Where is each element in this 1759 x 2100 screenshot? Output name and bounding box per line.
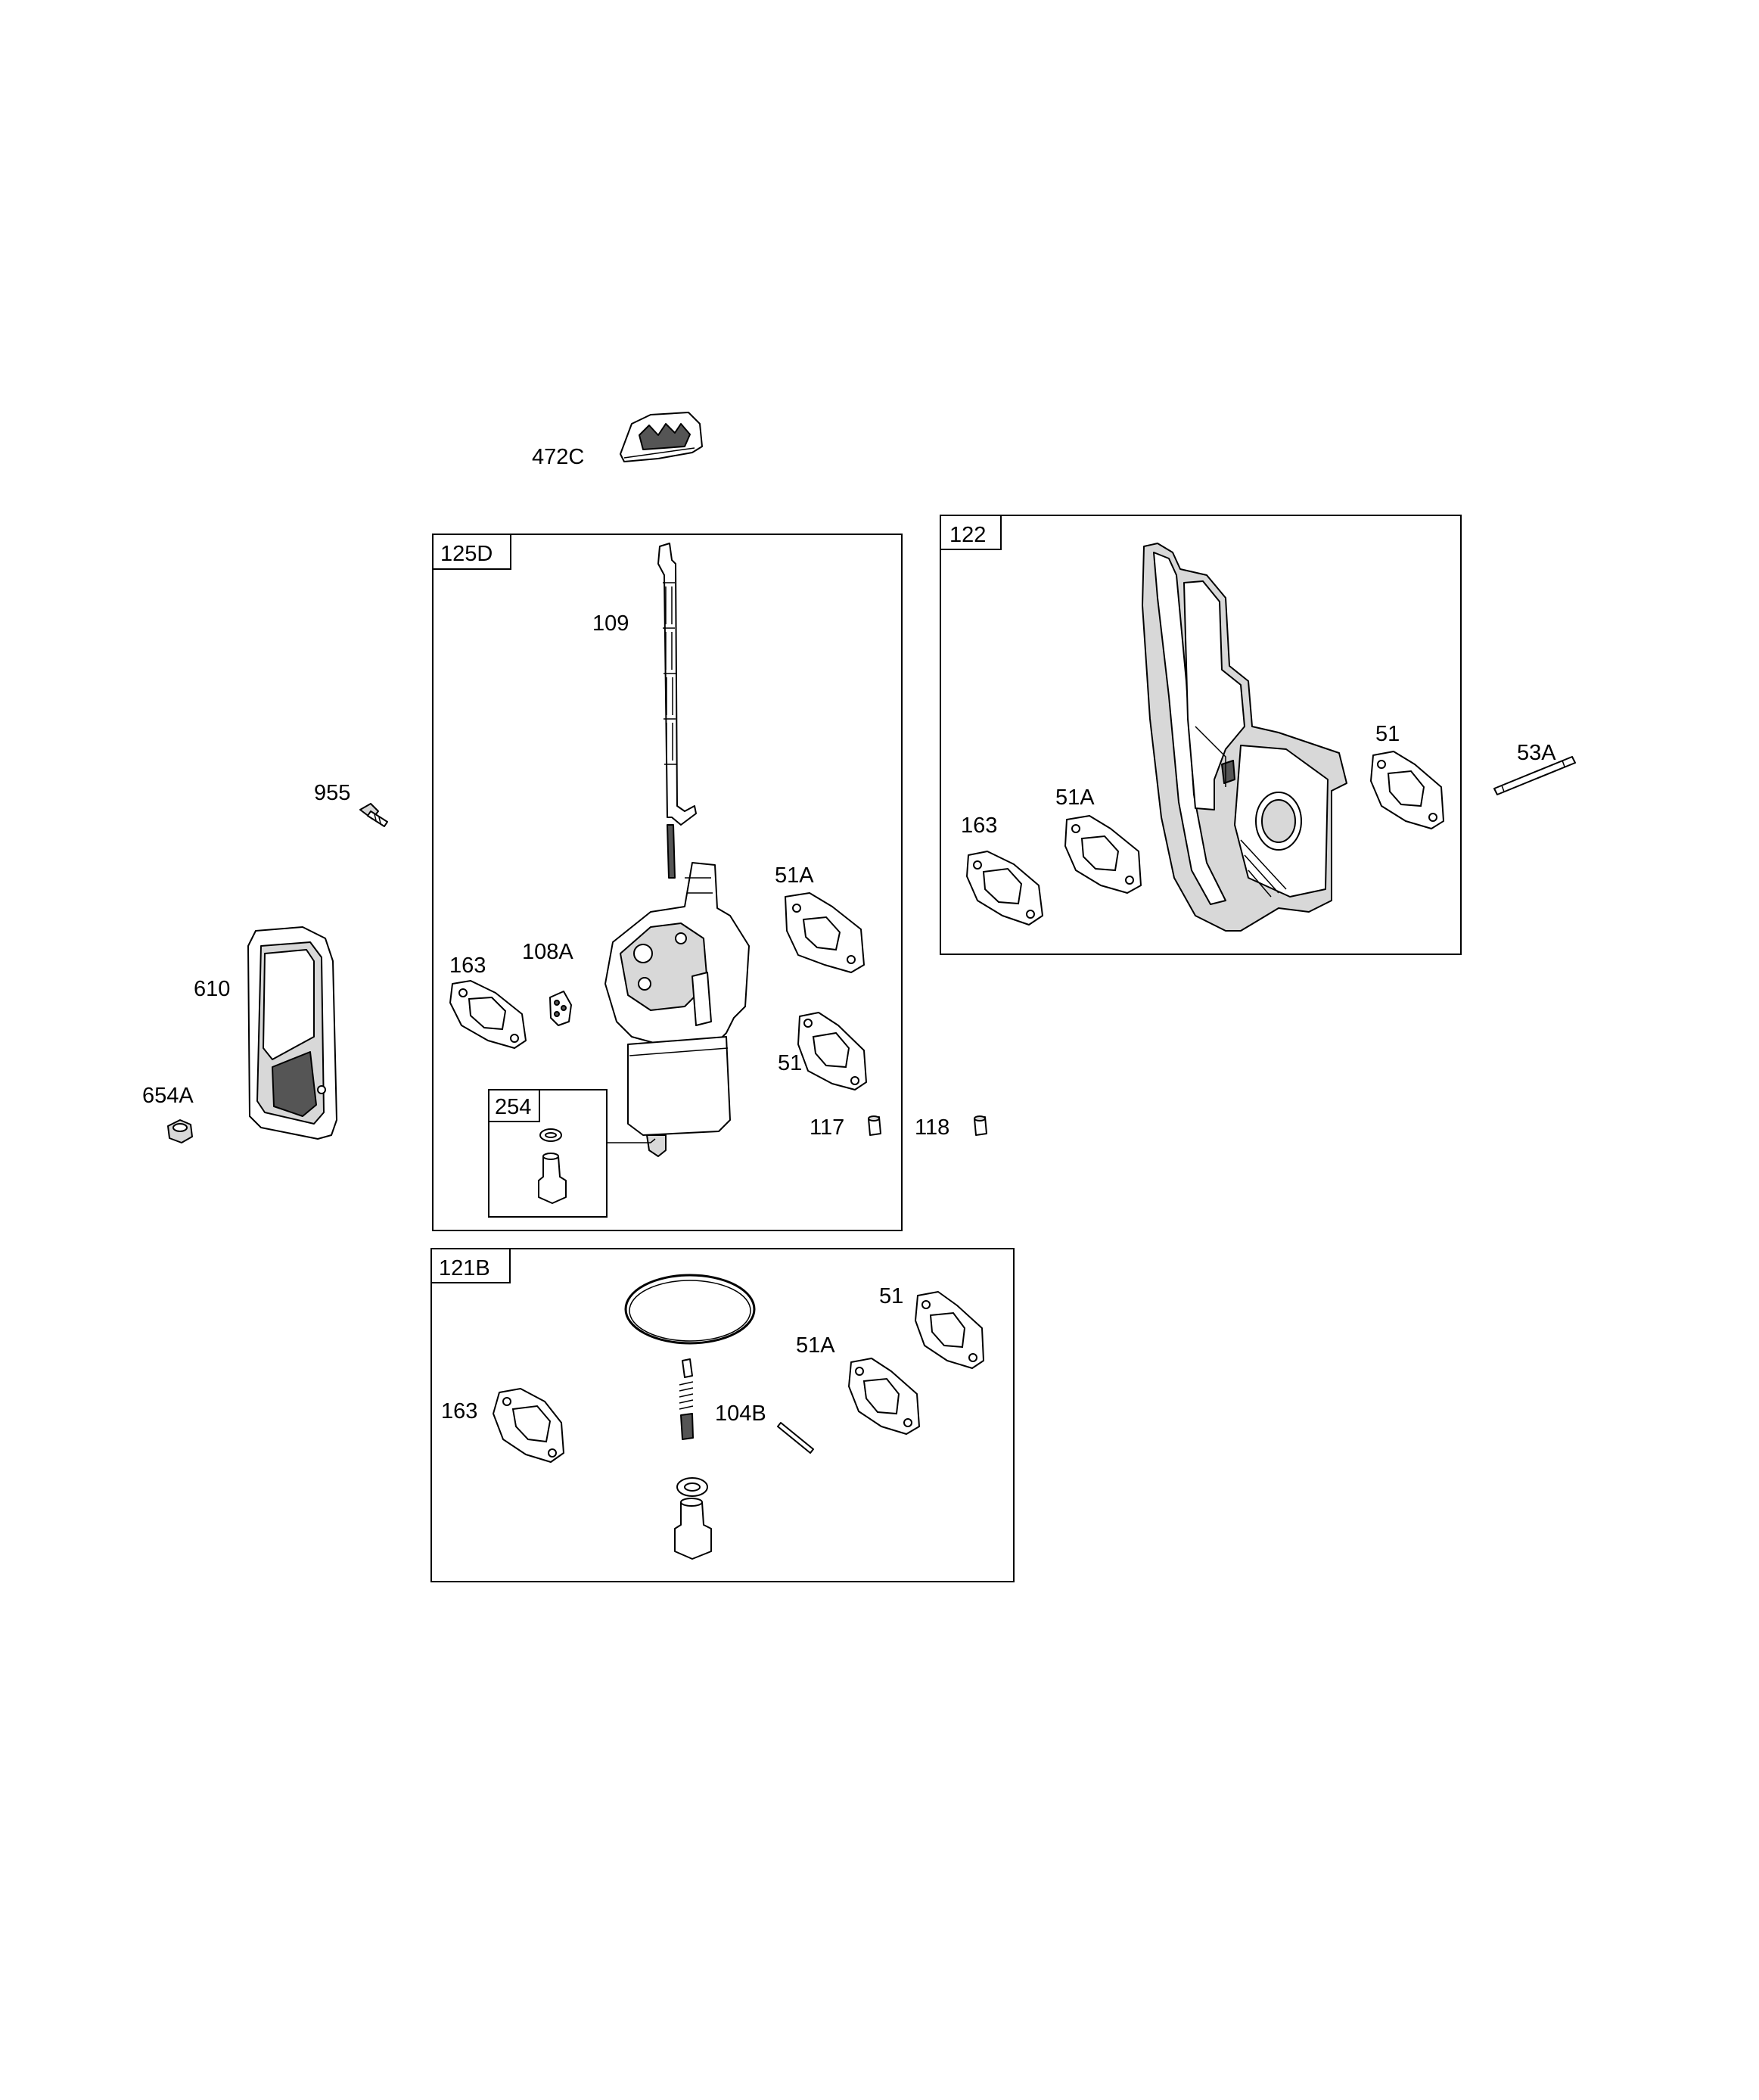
part-intake-spacer xyxy=(1142,543,1347,932)
part-118-jet xyxy=(974,1115,987,1136)
part-float-needle xyxy=(679,1358,694,1440)
part-104B-pin xyxy=(777,1422,814,1454)
part-654A-nut xyxy=(167,1119,193,1143)
label-108A: 108A xyxy=(522,940,573,964)
label-53A: 53A xyxy=(1517,741,1556,765)
part-472C-bracket xyxy=(620,412,703,462)
part-bowl-oring xyxy=(624,1274,756,1345)
part-109-choke-rod xyxy=(657,543,697,879)
part-955-stud xyxy=(359,803,388,827)
label-51-122: 51 xyxy=(1375,722,1400,746)
kit-125D-label: 125D xyxy=(440,542,493,566)
label-51A-122: 51A xyxy=(1055,786,1095,810)
kit-254-box: 254 xyxy=(488,1089,656,1218)
part-51-gasket xyxy=(1370,751,1444,829)
part-51A-gasket xyxy=(848,1358,920,1435)
part-117-jet xyxy=(868,1115,881,1136)
label-51-121B: 51 xyxy=(879,1284,903,1308)
part-53A-stud xyxy=(1493,756,1576,795)
part-163-gasket xyxy=(493,1388,564,1463)
part-163-gasket xyxy=(966,851,1043,926)
kit-121B-label: 121B xyxy=(439,1256,490,1280)
label-472C: 472C xyxy=(532,445,584,469)
label-51A-121B: 51A xyxy=(796,1333,835,1358)
part-108A-gasket xyxy=(549,991,572,1026)
part-610-cover xyxy=(247,926,337,1140)
label-104B: 104B xyxy=(715,1402,766,1426)
part-51A-gasket xyxy=(1064,815,1142,894)
label-654A: 654A xyxy=(142,1084,194,1108)
part-bowl-bolt xyxy=(674,1477,712,1560)
label-51A-125D: 51A xyxy=(775,863,814,888)
label-118: 118 xyxy=(915,1115,949,1140)
kit-122-label: 122 xyxy=(949,523,986,547)
label-610: 610 xyxy=(194,977,230,1001)
label-163-121B: 163 xyxy=(441,1399,477,1423)
label-163-122: 163 xyxy=(961,814,997,838)
kit-254-label: 254 xyxy=(495,1095,531,1119)
label-109: 109 xyxy=(592,611,629,636)
part-163-gasket xyxy=(449,980,527,1049)
part-51-gasket xyxy=(797,1012,867,1090)
kit-122-box: 122 163 51A xyxy=(940,515,1462,955)
part-51A-gasket xyxy=(785,892,865,973)
kit-125D-box: 125D 109 163 xyxy=(432,534,903,1231)
label-51-125D: 51 xyxy=(778,1051,802,1075)
label-117: 117 xyxy=(810,1115,844,1140)
label-955: 955 xyxy=(314,781,350,805)
part-carburetor xyxy=(604,862,750,1157)
kit-121B-box: 121B 104B 163 xyxy=(430,1248,1015,1582)
part-51-gasket xyxy=(915,1291,984,1369)
label-163-125D: 163 xyxy=(449,954,486,978)
